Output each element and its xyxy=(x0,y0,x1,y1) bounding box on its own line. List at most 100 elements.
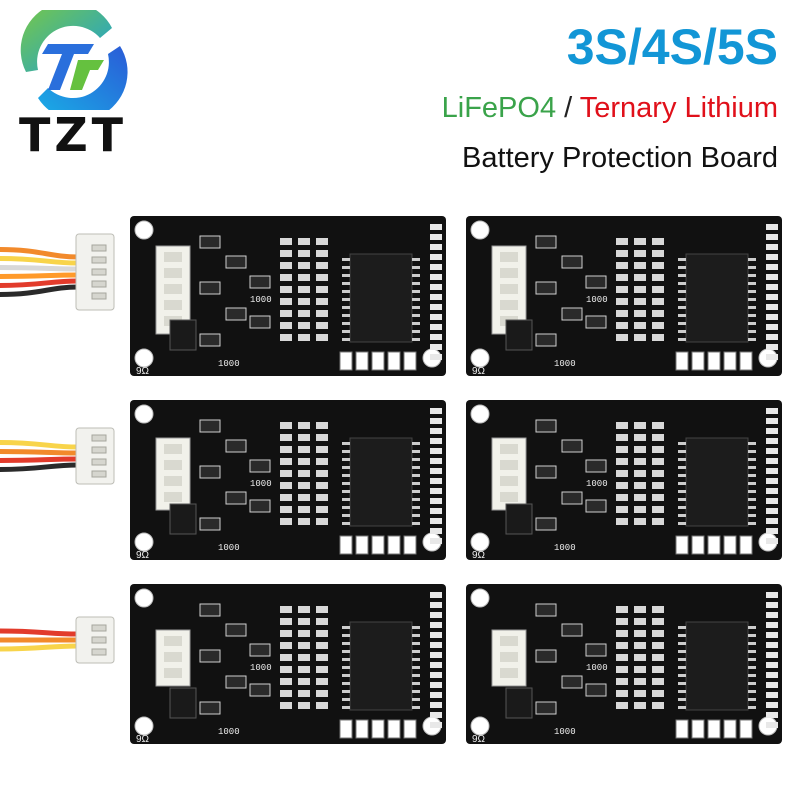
smd-resistor xyxy=(616,518,628,525)
smd-pad xyxy=(766,224,778,230)
smd-resistor xyxy=(316,470,328,477)
smd-resistor xyxy=(298,630,310,637)
smd-resistor xyxy=(316,298,328,305)
board-connector-pin xyxy=(164,444,182,454)
connector-pin xyxy=(91,256,107,264)
resistor-code-label: 1000 xyxy=(250,295,272,305)
main-ic xyxy=(685,253,749,343)
ic-pin xyxy=(678,322,686,325)
smd-pad xyxy=(430,428,442,434)
board-connector-pin xyxy=(164,268,182,278)
smd-resistor xyxy=(616,310,628,317)
smd-resistor xyxy=(652,606,664,613)
transistor xyxy=(535,333,557,347)
smd-resistor xyxy=(280,262,292,269)
smd-pad xyxy=(430,498,442,504)
ic-pin xyxy=(748,706,756,709)
smd-pad xyxy=(430,314,442,320)
transistor xyxy=(225,675,247,689)
smd-pad xyxy=(766,254,778,260)
balance-pad xyxy=(371,351,385,371)
resistor-code-label: 1000 xyxy=(586,663,608,673)
transistor xyxy=(561,675,583,689)
ic-pin xyxy=(678,274,686,277)
connector-pin xyxy=(91,470,107,478)
smd-pad xyxy=(766,722,778,728)
resistor-code-label: 1000 xyxy=(586,479,608,489)
smd-resistor xyxy=(634,666,646,673)
mosfet xyxy=(169,687,197,719)
board-connector-pin xyxy=(164,460,182,470)
ic-pin xyxy=(342,322,350,325)
smd-pad xyxy=(766,428,778,434)
ic-pin xyxy=(342,498,350,501)
mosfet xyxy=(505,503,533,535)
ic-pin xyxy=(748,498,756,501)
ic-pin xyxy=(678,674,686,677)
smd-resistor xyxy=(634,618,646,625)
smd-pad xyxy=(430,488,442,494)
smd-resistor xyxy=(280,446,292,453)
ic-pin xyxy=(412,450,420,453)
smd-pad xyxy=(766,712,778,718)
board-connector-pin xyxy=(500,476,518,486)
smd-pad xyxy=(430,712,442,718)
ic-pin xyxy=(342,290,350,293)
resistor-code-label: 1000 xyxy=(250,663,272,673)
balance-pad xyxy=(707,719,721,739)
ic-pin xyxy=(678,682,686,685)
main-ic xyxy=(685,621,749,711)
ic-pin xyxy=(748,626,756,629)
ic-pin xyxy=(678,282,686,285)
smd-pad xyxy=(766,448,778,454)
mounting-hole xyxy=(470,588,490,608)
ic-pin xyxy=(342,450,350,453)
smd-resistor xyxy=(616,298,628,305)
smd-pad xyxy=(766,672,778,678)
balance-pad xyxy=(339,351,353,371)
ic-pin xyxy=(412,322,420,325)
smd-resistor xyxy=(316,250,328,257)
smd-resistor xyxy=(280,618,292,625)
smd-pad xyxy=(430,642,442,648)
variants-title: 3S/4S/5S xyxy=(566,19,778,75)
smd-resistor xyxy=(616,322,628,329)
smd-pad xyxy=(766,418,778,424)
wire-harness-5pin xyxy=(0,233,115,311)
smd-pad xyxy=(430,692,442,698)
transistor xyxy=(585,683,607,697)
connector-pin xyxy=(91,244,107,252)
smd-resistor xyxy=(634,630,646,637)
transistor xyxy=(199,701,221,715)
smd-resistor xyxy=(316,642,328,649)
smd-resistor xyxy=(280,494,292,501)
transistor xyxy=(585,459,607,473)
smd-resistor xyxy=(298,322,310,329)
board-connector-pin xyxy=(500,492,518,502)
ic-pin xyxy=(748,482,756,485)
brand-name: TZT xyxy=(18,108,128,162)
smd-resistor xyxy=(634,262,646,269)
wire xyxy=(0,628,81,637)
connector-pin xyxy=(91,268,107,276)
smd-pad xyxy=(766,274,778,280)
ic-pin xyxy=(678,290,686,293)
wire-harness-4pin xyxy=(0,427,115,485)
connector-pin xyxy=(91,434,107,442)
smd-resistor xyxy=(298,334,310,341)
transistor xyxy=(225,623,247,637)
ic-pin xyxy=(412,690,420,693)
smd-resistor xyxy=(652,298,664,305)
smd-resistor xyxy=(298,618,310,625)
transistor xyxy=(535,603,557,617)
mounting-hole xyxy=(134,716,154,736)
smd-pad xyxy=(430,344,442,350)
smd-pad xyxy=(430,438,442,444)
smd-resistor xyxy=(616,702,628,709)
smd-pad xyxy=(430,592,442,598)
ic-pin xyxy=(342,706,350,709)
transistor xyxy=(225,307,247,321)
smd-resistor xyxy=(616,446,628,453)
board-marking-label: 9Ω xyxy=(136,550,150,561)
